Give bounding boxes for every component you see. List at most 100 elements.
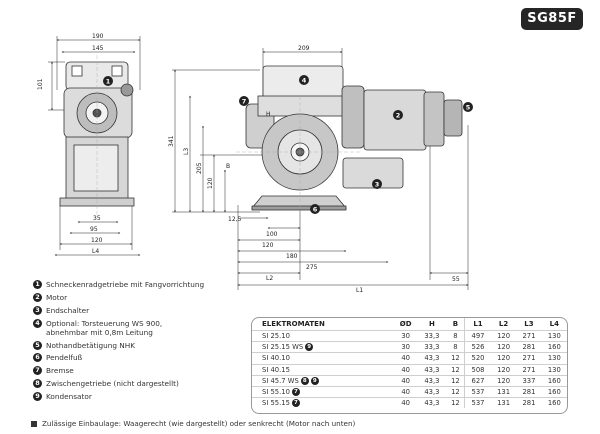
model-name: SI 25.10 — [262, 332, 290, 341]
dim-120h: 120 — [262, 242, 274, 249]
col-header: L4 — [549, 320, 559, 328]
callout-7: 7 — [239, 96, 249, 106]
dim-120: 120 — [91, 237, 103, 244]
dim-95: 95 — [90, 226, 98, 233]
callout-1: 1 — [103, 76, 113, 86]
model-name: SI 45.7 WS — [262, 376, 299, 385]
dim-145: 145 — [92, 45, 104, 52]
callout-5: 5 — [463, 102, 473, 112]
dim-190: 190 — [92, 33, 104, 40]
value-cell: 520 — [464, 352, 491, 365]
dim-H: H — [266, 111, 271, 118]
value-cell: 337 — [516, 374, 542, 387]
dim-12-5: 12,5 — [228, 216, 242, 223]
model-cell: SI 40.15 — [252, 363, 395, 376]
callout-2: 2 — [393, 110, 403, 120]
model-name: SI 55.15 — [262, 399, 290, 408]
dim-L3: L3 — [183, 148, 190, 155]
value-cell: 12 — [446, 385, 465, 398]
value-cell: 40 — [394, 385, 418, 398]
col-header: ØD — [399, 320, 412, 328]
dim-180: 180 — [286, 253, 298, 260]
model-name: SI 55.10 — [262, 388, 290, 397]
model-name: SI 40.10 — [262, 354, 290, 363]
col-header: B — [452, 320, 459, 328]
value-cell: 12 — [446, 363, 465, 376]
callout-3: 3 — [372, 179, 382, 189]
dim-L2: L2 — [266, 275, 273, 282]
value-cell: 12 — [446, 397, 465, 409]
callout-mark: 9 — [310, 376, 319, 385]
svg-text:2: 2 — [396, 112, 401, 120]
model-name: SI 25.15 WS — [262, 343, 304, 352]
footer-note: Zulässige Einbaulage: Waagerecht (wie da… — [31, 419, 355, 428]
specification-table: ELEKTROMATEN ØD H B L1 L2 L3 L4 SI 25.10… — [251, 317, 568, 414]
value-cell: 627 — [464, 374, 491, 387]
value-cell: 281 — [516, 397, 542, 409]
col-header: L2 — [498, 320, 509, 328]
value-cell: 508 — [464, 363, 491, 376]
svg-text:7: 7 — [242, 98, 247, 106]
value-cell: 130 — [541, 352, 567, 365]
value-cell: 526 — [464, 341, 491, 353]
value-cell: 160 — [541, 397, 567, 409]
square-bullet-icon — [31, 420, 37, 427]
value-cell: 131 — [490, 385, 517, 398]
model-badge: SG85F — [521, 8, 583, 30]
col-header: L3 — [524, 320, 534, 328]
model-cell: SI 25.10 — [252, 329, 395, 342]
dim-205: 205 — [196, 162, 203, 174]
model-name: SI 40.15 — [262, 365, 290, 374]
value-cell: 120 — [490, 352, 517, 365]
dim-L4: L4 — [92, 248, 99, 255]
value-cell: 40 — [394, 352, 418, 365]
dim-209: 209 — [298, 45, 310, 52]
value-cell: 43,3 — [417, 374, 447, 387]
value-cell: 130 — [541, 329, 567, 342]
value-cell: 40 — [394, 397, 418, 409]
value-cell: 8 — [446, 341, 465, 353]
callout-mark: 7 — [291, 388, 300, 397]
svg-text:5: 5 — [466, 104, 471, 112]
value-cell: 40 — [394, 374, 418, 387]
value-cell: 33,3 — [417, 341, 447, 353]
value-cell: 160 — [541, 374, 567, 387]
value-cell: 160 — [541, 385, 567, 398]
col-header: ELEKTROMATEN — [262, 320, 325, 328]
value-cell: 271 — [516, 363, 542, 376]
value-cell: 537 — [464, 397, 491, 409]
value-cell: 12 — [446, 352, 465, 365]
value-cell: 43,3 — [417, 352, 447, 365]
svg-text:6: 6 — [313, 206, 318, 214]
svg-text:3: 3 — [375, 181, 380, 189]
col-header: H — [429, 320, 435, 328]
value-cell: 30 — [394, 341, 418, 353]
callout-4: 4 — [299, 75, 309, 85]
dim-275: 275 — [306, 264, 318, 271]
technical-drawing: 190 145 101 35 95 120 L4 209 341 L3 205 … — [37, 33, 473, 294]
value-cell: 120 — [490, 341, 517, 353]
value-cell: 537 — [464, 385, 491, 398]
callout-6: 6 — [310, 204, 320, 214]
callout-mark: 9 — [305, 343, 314, 352]
table-header-row: ELEKTROMATEN ØD H B L1 L2 L3 L4 — [252, 318, 567, 331]
dim-100: 100 — [266, 231, 278, 238]
value-cell: 281 — [516, 341, 542, 353]
svg-text:1: 1 — [106, 78, 111, 86]
